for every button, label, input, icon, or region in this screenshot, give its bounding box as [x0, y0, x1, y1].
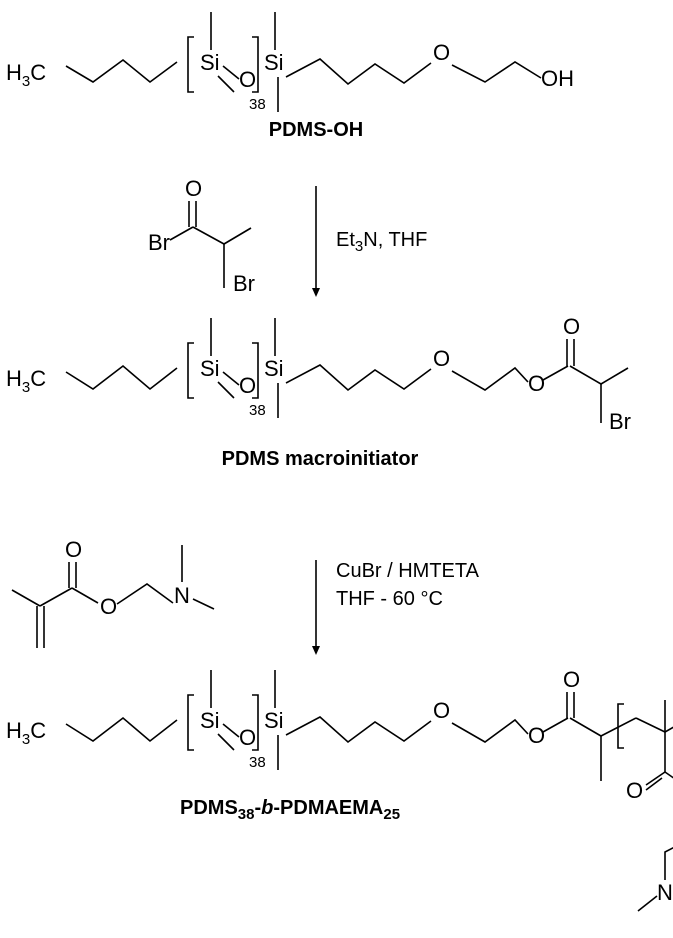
h3c-group: H3C [6, 718, 46, 748]
ester-bond [542, 365, 569, 381]
si-repeat-atom: Si [200, 50, 220, 75]
carbonyl-o-atom: O [185, 176, 202, 201]
block-bracket-left [617, 703, 624, 749]
alpha-bond [192, 226, 225, 245]
o-repeat-atom: O [239, 67, 256, 92]
ethylene-chain [451, 366, 529, 391]
si-repeat-atom: Si [200, 708, 220, 733]
propyl-ether-chain [285, 364, 432, 392]
step2-conditions-line1: CuBr / HMTETA [336, 560, 480, 582]
butyl-chain [65, 364, 178, 391]
propyl-ether-chain [285, 716, 432, 744]
br-atom: Br [609, 409, 631, 434]
side-amine-n-atom: N [657, 880, 673, 905]
side-carbonyl-double-b [645, 777, 663, 791]
carbonyl-o-atom: O [563, 667, 580, 692]
step2-arrow [312, 560, 320, 655]
block-copolymer-label: PDMS38-b-PDMAEMA25 [180, 797, 400, 823]
side-ester-bond [664, 771, 673, 779]
n-methyl-left [637, 895, 658, 912]
repeat-bracket-right [252, 694, 259, 751]
acyl-bond [169, 226, 194, 241]
repeat-bracket-right [252, 36, 259, 93]
si-end-atom: Si [264, 356, 284, 381]
propyl-ether-chain [285, 58, 432, 86]
hydroxyl-group: OH [541, 66, 574, 91]
methyl-bond [600, 367, 629, 385]
ether-o-atom: O [433, 698, 450, 723]
backbone-bond [635, 717, 666, 733]
alkyl-br-atom: Br [233, 271, 255, 296]
ester-bond [71, 587, 99, 604]
h3c-group: H3C [6, 60, 46, 90]
si-o-bond [222, 371, 240, 386]
ether-o-atom: O [433, 40, 450, 65]
ethylene-chain [451, 718, 529, 743]
carbonyl-o-atom: O [563, 314, 580, 339]
si-end-atom: Si [264, 708, 284, 733]
ester-o-atom: O [100, 594, 117, 619]
ester-o-atom: O [528, 723, 545, 748]
n-methyl-right [192, 598, 215, 610]
butyl-chain [65, 716, 178, 743]
macroinitiator-label: PDMS macroinitiator [222, 448, 419, 470]
pdms-oh-label: PDMS-OH [269, 119, 363, 141]
ester-o-atom: O [528, 371, 545, 396]
ethylene-chain [116, 583, 174, 605]
methyl-bond [11, 589, 41, 607]
si-end-atom: Si [264, 50, 284, 75]
dmaema-monomer: O O N [11, 537, 215, 648]
alpha-bond [569, 365, 602, 385]
side-carbonyl-double-a [645, 771, 666, 786]
side-carbonyl-o-atom: O [626, 778, 643, 803]
h3c-group: H3C [6, 366, 46, 396]
step2-conditions-line2: THF - 60 °C [336, 588, 443, 610]
repeat-bracket-left [187, 342, 194, 399]
repeat-count: 38 [249, 402, 266, 419]
repeat-count: 38 [249, 754, 266, 771]
si-methyl-down [217, 381, 235, 399]
repeat-count: 38 [249, 96, 266, 113]
alpha-bond [569, 717, 602, 737]
acyl-br-atom: Br [148, 230, 170, 255]
side-ethylene-chain [664, 846, 673, 880]
methyl-bond [223, 227, 252, 245]
butyl-chain [65, 58, 178, 84]
repeat-bracket-right [252, 342, 259, 399]
step1-arrow [312, 186, 320, 297]
backbone-to-br-bond [664, 726, 673, 733]
si-repeat-atom: Si [200, 356, 220, 381]
si-methyl-down [217, 733, 235, 751]
si-o-bond [222, 65, 240, 80]
vinyl-carbonyl-bond [39, 587, 73, 607]
o-repeat-atom: O [239, 373, 256, 398]
repeat-bracket-left [187, 36, 194, 93]
step1-conditions: Et3N, THF [336, 229, 427, 255]
bromoisobutyryl-bromide: O Br Br [148, 176, 255, 296]
ether-o-atom: O [433, 346, 450, 371]
carbonyl-o-atom: O [65, 537, 82, 562]
amine-n-atom: N [174, 583, 190, 608]
macroinitiator-structure: H3C Si O 38 Si O O O Br [6, 314, 631, 434]
ester-bond [542, 717, 569, 733]
repeat-bracket-left [187, 694, 194, 751]
si-methyl-down [217, 75, 235, 93]
ethylene-chain [451, 61, 542, 83]
si-o-bond [222, 723, 240, 738]
pdms-oh-structure: H3C Si O 38 Si O OH [6, 12, 574, 113]
o-repeat-atom: O [239, 725, 256, 750]
block-copolymer-structure: H3C Si O 38 Si O O O Br 25 O O [6, 667, 673, 912]
